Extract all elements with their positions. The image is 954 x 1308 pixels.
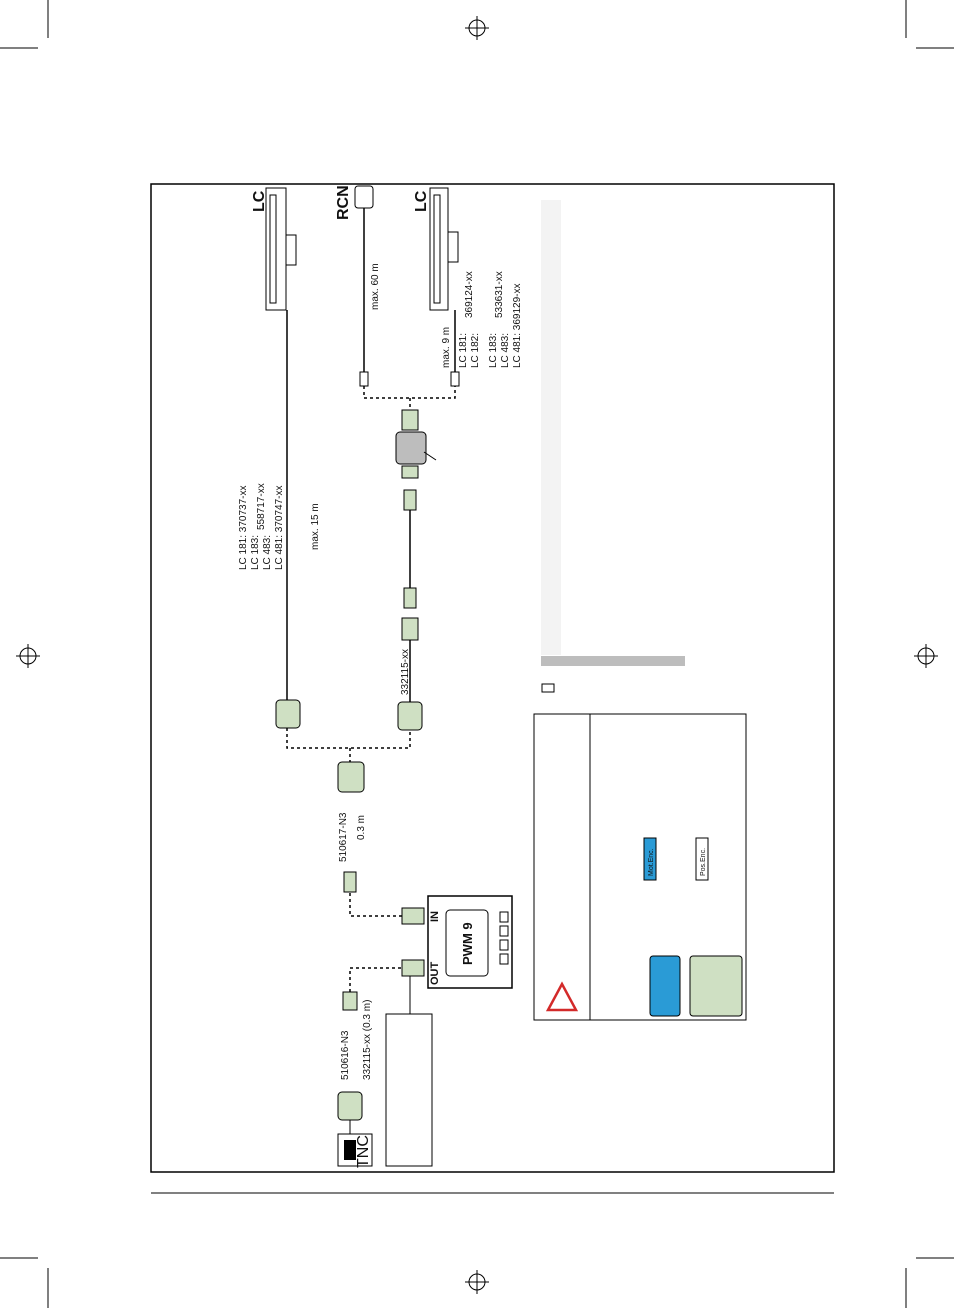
- top-cable-length: max. 15 m: [310, 503, 321, 550]
- lc-cable-length: max. 9 m: [441, 327, 452, 368]
- top-cable-group: 558717-xx: [256, 483, 267, 530]
- top-cable-line-1: LC 181: 370737-xx: [238, 485, 249, 570]
- lc-encoder-top: [265, 187, 297, 311]
- diagram-frame: [150, 183, 835, 1173]
- lc-cable-group-2: 533631-xx: [494, 271, 505, 318]
- rcn-cable-length: max. 60 m: [370, 263, 381, 310]
- note-panel: [541, 200, 561, 655]
- position-encoder-plug: [689, 955, 743, 1017]
- lc-cable-line-2: LC 182:: [470, 333, 481, 368]
- tnc-cable-id: 510616-N3: [340, 1030, 351, 1080]
- mot-enc-label: Mot.Enc.: [648, 848, 655, 876]
- warning-icon: [545, 981, 579, 1012]
- registration-marks: [16, 16, 938, 1294]
- tnc-control: [337, 1120, 373, 1167]
- lc-top-label: LC: [251, 190, 268, 212]
- controller-box: [385, 1013, 433, 1167]
- pos-enc-label: Pos.Enc.: [700, 848, 707, 876]
- top-cable-line-3: LC 483:: [262, 535, 273, 570]
- adapter-device: [395, 409, 437, 705]
- tnc-label: TNC: [355, 1135, 372, 1168]
- tnc-cable-alt: 332115-xx (0.3 m): [362, 1000, 373, 1080]
- connectors: [275, 699, 423, 1121]
- hand-icon: [541, 683, 555, 693]
- in-label: IN: [429, 911, 441, 922]
- top-cable-line-4: LC 481: 370747-xx: [274, 485, 285, 570]
- note-bar: [541, 656, 685, 666]
- warning-box: [533, 713, 747, 1021]
- rcn-label: RCN: [335, 185, 352, 220]
- lc-cable-line-4: LC 483:: [500, 333, 511, 368]
- lc-cable-line-3: LC 183:: [488, 333, 499, 368]
- lc-cable-line-5: LC 481: 369129-xx: [512, 283, 523, 368]
- lc-cable-group-1: 369124-xx: [464, 271, 475, 318]
- adapter-cable-id: 332115-xx: [400, 649, 411, 695]
- mid-cable-id: 510617-N3: [338, 812, 349, 862]
- lc-cable-line-1: LC 181:: [458, 333, 469, 368]
- motor-encoder-plug: [649, 955, 681, 1017]
- out-label: OUT: [429, 962, 441, 986]
- mid-cable-length: 0.3 m: [356, 815, 367, 840]
- lc-mid-label: LC: [413, 190, 430, 212]
- dotted-joins: [286, 386, 456, 998]
- pwm9-device: [401, 895, 513, 1014]
- rcn-encoder: [354, 185, 374, 387]
- pwm9-label: PWM 9: [460, 922, 475, 965]
- lc-encoder-mid: [429, 187, 460, 387]
- top-cable-line-2: LC 183:: [250, 535, 261, 570]
